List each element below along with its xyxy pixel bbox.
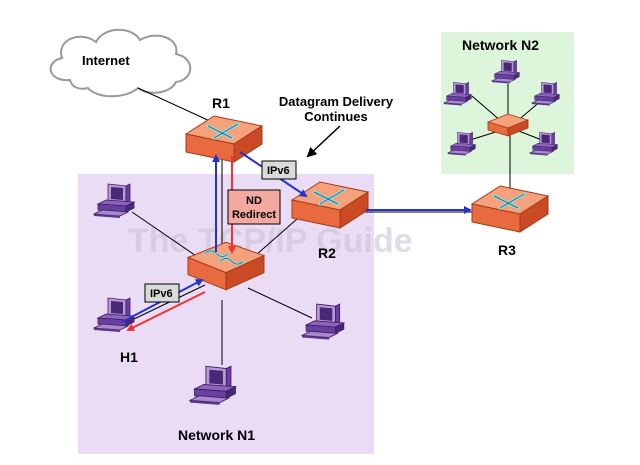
path-switch-to-h1 <box>126 291 206 331</box>
router-r1 <box>184 114 264 164</box>
router-r1-label: R1 <box>212 95 230 111</box>
link-hub-pc1 <box>471 95 503 123</box>
network-n1-label: Network N1 <box>178 427 255 443</box>
link-internet-r1 <box>137 87 213 123</box>
ipv6-tag-bottom: IPv6 <box>144 283 180 303</box>
ipv6-tag-top-label: IPv6 <box>267 165 290 177</box>
internet-cloud <box>49 28 192 98</box>
host-h1-label: H1 <box>120 349 138 365</box>
delivery-label-line2: Continues <box>304 109 368 124</box>
nd-redirect-line2: Redirect <box>232 209 276 221</box>
network-n2-label: Network N2 <box>462 37 539 53</box>
link-pc-nw-switch <box>131 211 206 263</box>
network-n2-hub <box>486 113 530 137</box>
nd-redirect-line1: ND <box>246 195 262 207</box>
router-r2-label: R2 <box>318 245 336 261</box>
delivery-label-line1: Datagram Delivery <box>279 94 394 109</box>
internet-label: Internet <box>82 53 130 68</box>
link-hub-pc5 <box>515 129 543 141</box>
router-r3-label: R3 <box>498 242 516 258</box>
network-links <box>131 84 543 365</box>
ipv6-tag-top: IPv6 <box>261 160 297 180</box>
router-r3 <box>470 184 550 234</box>
link-pc-se-switch <box>247 287 313 319</box>
watermark: The TCP/IP Guide <box>128 222 413 260</box>
nd-redirect-box: ND Redirect <box>227 189 281 225</box>
ipv6-tag-bottom-label: IPv6 <box>150 288 173 300</box>
delivery-callout-arrow <box>306 125 341 158</box>
